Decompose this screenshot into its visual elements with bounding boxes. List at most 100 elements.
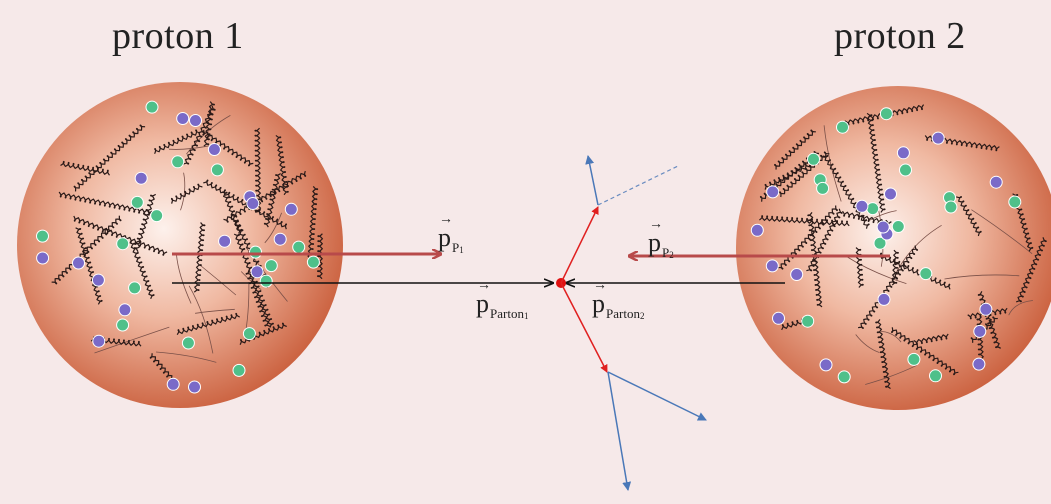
gluon-spring [759,215,850,227]
gluon-spring [774,129,816,170]
proton-1 [17,82,343,408]
quark-green [816,181,830,195]
gluon-spring [807,212,823,308]
quark-purple [896,146,910,160]
quark-green [306,255,320,269]
gluon-spring [955,196,982,237]
gluon-spring [176,312,240,336]
quark-green [210,163,224,177]
gluon-spring [60,160,110,176]
proton-2-quarks [750,107,1022,384]
proton-2 [736,86,1051,410]
quark-purple [855,199,869,213]
proton-2-title: proton 2 [834,15,966,57]
gluon-spring [245,269,271,328]
quark-green [873,236,887,250]
proton-1-quarks [36,100,320,394]
gluon-spring [316,233,324,280]
gluon-connector-line [188,285,214,354]
momentum-subscript: Parton [490,306,524,321]
vector-arrow-icon: → [477,278,491,293]
proton-2-gluons [759,104,1047,390]
quark-purple [819,358,833,372]
quark-purple [218,234,232,248]
quark-purple [979,302,993,316]
quark-purple [91,273,105,287]
gluon-spring [202,129,254,167]
jet-lower-track-down [607,371,632,491]
gluon-spring [223,170,307,223]
quark-purple [92,334,106,348]
proton-2-sphere [736,86,1051,410]
momentum-subscript: Parton [606,306,640,321]
gluon-connector-line [94,326,170,354]
quark-purple [876,220,890,234]
gluon-spring [149,353,176,382]
quark-green [292,240,306,254]
quark-green [837,370,851,384]
momentum-symbol: p [476,289,489,318]
quark-purple [250,265,264,279]
quark-green [944,200,958,214]
quark-green [36,229,49,243]
gluon-connector-line [867,210,897,222]
gluon-spring [777,205,838,270]
quark-green [145,100,159,114]
quark-green [907,352,921,366]
proton-1-title: proton 1 [112,15,244,57]
gluon-connector-line [1008,300,1033,316]
quark-purple [877,292,891,306]
vector-arrow-icon: → [649,217,663,232]
gluon-spring [170,183,203,204]
quark-green [171,155,185,169]
gluon-spring [764,158,819,190]
quark-purple [973,324,987,338]
gluon-spring [75,227,103,305]
gluon-spring [73,124,146,192]
momentum-subsubscript: 2 [639,311,645,321]
gluon-connector-line [264,212,282,244]
quark-green [242,327,256,341]
momentum-subsubscript: 1 [523,311,529,321]
momentum-subscript: P [662,245,670,260]
quark-purple [189,114,202,127]
quark-purple [884,187,897,201]
quark-purple [118,303,132,317]
outgoing-parton-up [560,206,599,284]
quark-green [116,318,130,332]
quark-green [1008,195,1022,209]
proton-1-gluon-lines [94,115,288,363]
jet-upper-track [585,155,599,206]
quark-purple [765,259,779,273]
gluon-spring [877,252,951,290]
quark-green [919,267,933,281]
quark-green [807,152,820,166]
momentum-symbol: p [592,289,605,318]
gluon-spring [51,215,122,285]
quark-green [891,220,905,233]
gluon-spring [875,319,891,390]
quark-green [259,274,273,288]
gluon-spring [891,327,959,376]
quark-purple [989,175,1003,189]
outgoing-parton-down [560,282,608,373]
proton-1-gluons [51,101,324,382]
momentum-subsubscript: 1 [459,245,464,255]
jet-upper-dashed-track [597,165,679,206]
quark-green [899,163,912,177]
quark-green [128,281,142,295]
momentum-symbol: p [438,223,451,252]
momentum-subsubscript: 2 [669,250,674,260]
gluon-spring [891,249,899,286]
gluon-connector-line [176,254,192,304]
gluon-connector-line [823,125,842,202]
gluon-connector-line [971,209,1033,255]
quark-purple [931,131,945,145]
gluon-connector-line [155,351,217,363]
quark-green [181,336,195,350]
gluon-connector-line [881,331,902,343]
momentum-symbol: p [648,228,661,257]
proton-2-momentum-label: →pP2 [648,218,674,260]
